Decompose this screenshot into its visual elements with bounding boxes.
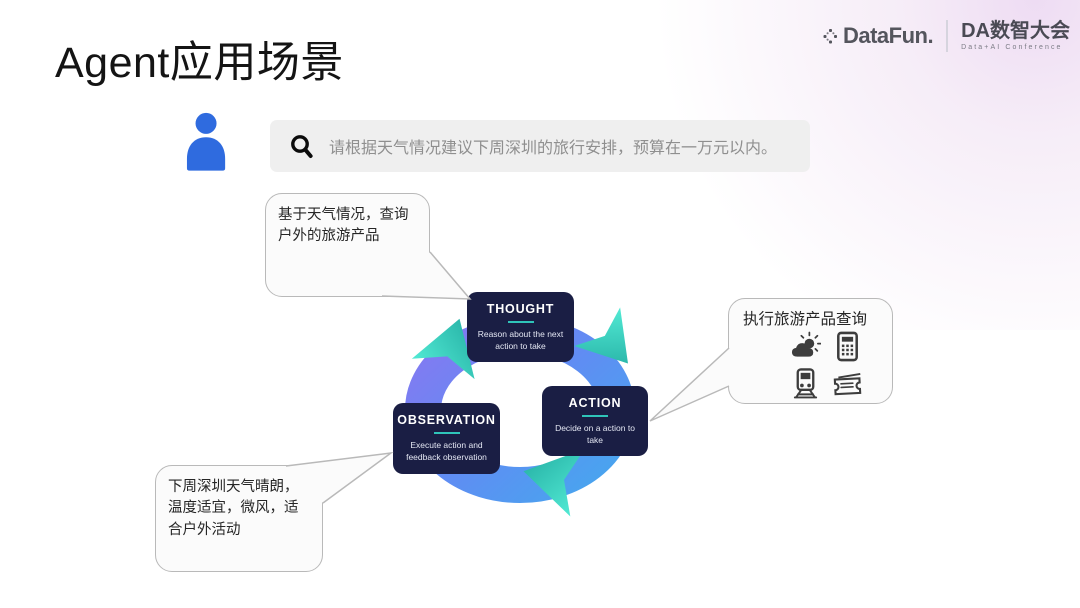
thought-node-desc: Reason about the next action to take bbox=[477, 329, 564, 351]
user-icon bbox=[186, 112, 226, 171]
action-node-divider bbox=[582, 415, 608, 417]
conference-logo-text: DA数智大会 bbox=[961, 20, 1070, 42]
train-icon bbox=[793, 368, 817, 399]
thought-node-divider bbox=[507, 321, 534, 323]
observation-node-desc: Execute action and feedback observation bbox=[406, 440, 487, 462]
conference-subtitle: Data+AI Conference bbox=[961, 44, 1063, 51]
loop-arrow-bottom bbox=[523, 449, 585, 517]
action-node-desc: Decide on a action to take bbox=[555, 423, 635, 445]
observation-node-divider bbox=[433, 432, 460, 434]
calculator-icon bbox=[836, 331, 858, 362]
conference-logo: DA数智大会 Data+AI Conference bbox=[961, 21, 1070, 51]
thought-node-title: THOUGHT bbox=[486, 302, 555, 316]
ticket-icon bbox=[833, 373, 861, 396]
query-text: 请根据天气情况建议下周深圳的旅行安排，预算在一万元以内。 bbox=[329, 140, 778, 157]
weather-icon bbox=[791, 331, 821, 357]
search-icon bbox=[291, 134, 313, 158]
datafun-logo-text: DataFun. bbox=[842, 23, 934, 48]
observation-annotation-text: 下周深圳天气晴朗，温度适宜，微风，适合户外活动 bbox=[168, 479, 299, 538]
action-annotation-bubble: 执行旅游产品查询 bbox=[728, 298, 893, 404]
action-node-title: ACTION bbox=[568, 396, 622, 410]
logo-separator bbox=[946, 20, 949, 52]
action-node: ACTION Decide on a action to take bbox=[542, 386, 648, 456]
observation-annotation-bubble: 下周深圳天气晴朗，温度适宜，微风，适合户外活动 bbox=[155, 465, 323, 572]
query-input[interactable]: 请根据天气情况建议下周深圳的旅行安排，预算在一万元以内。 bbox=[270, 120, 810, 172]
observation-node-title: OBSERVATION bbox=[397, 413, 496, 427]
thought-node: THOUGHT Reason about the next action to … bbox=[467, 292, 574, 362]
thought-annotation-bubble: 基于天气情况，查询户外的旅游产品 bbox=[265, 193, 430, 297]
tool-icons bbox=[787, 329, 865, 401]
loop-arrow-left bbox=[411, 318, 475, 380]
page-title: Agent应用场景 bbox=[55, 39, 344, 87]
datafun-logo: DataFun. bbox=[822, 23, 934, 49]
datafun-dots-icon bbox=[823, 28, 837, 43]
observation-node: OBSERVATION Execute action and feedback … bbox=[393, 403, 500, 474]
thought-annotation-text: 基于天气情况，查询户外的旅游产品 bbox=[278, 207, 409, 245]
header-logos: DataFun. DA数智大会 Data+AI Conference bbox=[822, 20, 1070, 52]
